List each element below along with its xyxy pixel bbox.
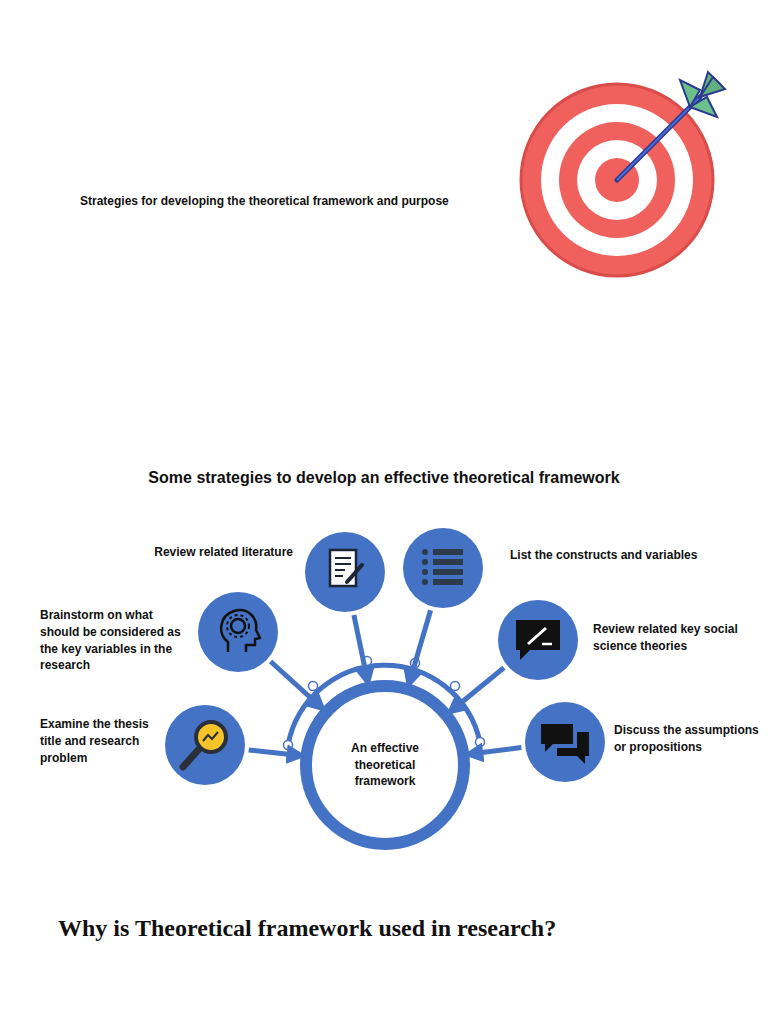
step-label: Examine the thesis title and research pr… <box>40 716 156 766</box>
center-ring: An effective theoretical framework <box>300 680 470 850</box>
step-icon <box>305 532 385 612</box>
step-icon <box>498 600 578 680</box>
step-label: Brainstorm on what should be considered … <box>40 607 194 674</box>
step-label: List the constructs and variables <box>510 547 750 564</box>
literature-step: Review related literature <box>305 532 385 612</box>
brainstorm-step: Brainstorm on what should be considered … <box>198 592 278 672</box>
diagram-title: Some strategies to develop an effective … <box>0 469 768 487</box>
step-arrow <box>271 662 320 707</box>
step-label: Review related key social science theori… <box>593 621 763 655</box>
step-label: Discuss the assumptions or propositions <box>614 722 764 756</box>
target-illustration <box>0 0 768 300</box>
step-arrow <box>453 668 504 710</box>
step-icon <box>403 528 483 608</box>
center-label: An effective theoretical framework <box>337 740 433 790</box>
theories-step: Review related key social science theori… <box>498 600 578 680</box>
step-arrow <box>472 748 521 754</box>
step-arrow <box>249 750 298 755</box>
step-arrow <box>410 610 431 680</box>
step-label: Review related literature <box>128 544 293 561</box>
step-icon <box>525 702 605 782</box>
examine-step: Examine the thesis title and research pr… <box>165 705 245 785</box>
section-heading: Why is Theoretical framework used in res… <box>58 915 556 942</box>
step-icon <box>165 705 245 785</box>
step-icon <box>198 592 278 672</box>
slide-heading: Strategies for developing the theoretica… <box>80 194 449 208</box>
step-arrow <box>354 615 367 679</box>
variables-list-step: List the constructs and variables <box>403 528 483 608</box>
assumptions-step: Discuss the assumptions or propositions <box>525 702 605 782</box>
